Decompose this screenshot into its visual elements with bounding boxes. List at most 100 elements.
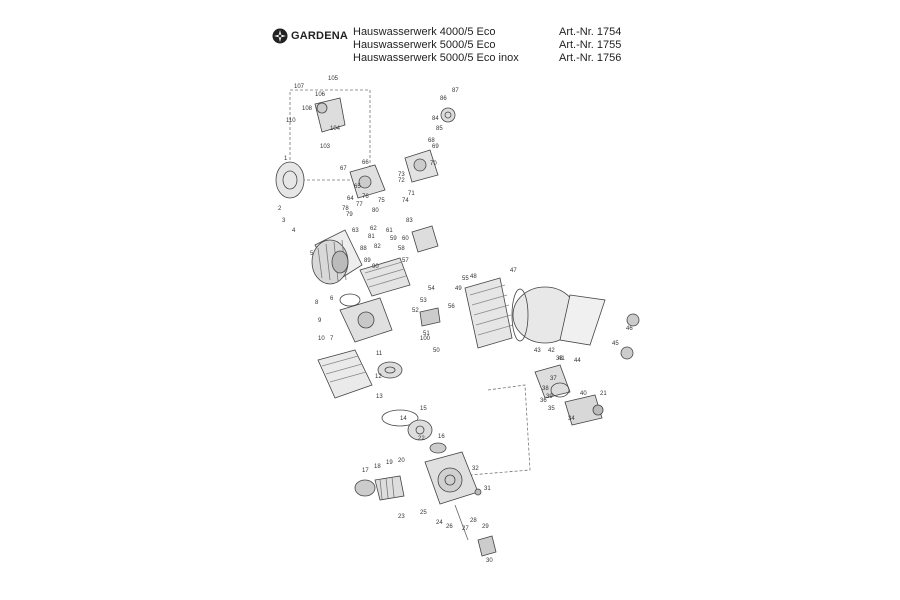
part-callout: 16 xyxy=(438,434,445,440)
fitting-upper xyxy=(411,225,439,253)
part-callout: 22 xyxy=(418,436,425,442)
part-callout: 23 xyxy=(398,514,405,520)
model-name: Hauswasserwerk 4000/5 Eco xyxy=(353,26,496,38)
part-callout: 65 xyxy=(354,184,361,190)
part-callout: 31 xyxy=(484,486,491,492)
part-callout: 56 xyxy=(448,304,455,310)
part-callout: 27 xyxy=(462,526,469,532)
diffuser xyxy=(381,409,419,427)
part-callout: 19 xyxy=(386,460,393,466)
part-callout: 28 xyxy=(470,518,477,524)
brand-name: GARDENA xyxy=(291,30,349,42)
part-callout: 20 xyxy=(398,458,405,464)
part-callout: 80 xyxy=(372,208,379,214)
capacitor xyxy=(316,102,328,114)
part-callout: 7 xyxy=(330,336,334,342)
part-callout: 36 xyxy=(540,398,547,404)
part-callout: 108 xyxy=(302,106,313,112)
part-callout: 89 xyxy=(364,258,371,264)
part-callout: 100 xyxy=(420,336,431,342)
motor-bracket xyxy=(317,349,373,399)
gauge xyxy=(440,107,456,123)
part-callout: 81 xyxy=(368,234,375,240)
part-callout: 64 xyxy=(347,196,354,202)
model-name: Hauswasserwerk 5000/5 Eco inox xyxy=(353,52,519,64)
part-callout: 72 xyxy=(398,178,405,184)
motor-end-cap xyxy=(275,161,305,199)
outlet-fitting xyxy=(564,394,603,426)
part-callout: 88 xyxy=(360,246,367,252)
connector xyxy=(419,307,441,327)
part-callout: 11 xyxy=(376,351,383,357)
part-callout: 58 xyxy=(398,246,405,252)
tank-flange xyxy=(464,277,513,349)
o-ring xyxy=(339,293,361,307)
article-number: Art.-Nr. 1756 xyxy=(559,52,622,64)
part-callout: 63 xyxy=(352,228,359,234)
part-callout: 107 xyxy=(294,84,305,90)
part-callout: 76 xyxy=(362,194,369,200)
part-callout: 38 xyxy=(542,386,549,392)
part-callout: 35 xyxy=(548,406,555,412)
document-header: GARDENA Hauswasserwerk 4000/5 Eco Hauswa… xyxy=(272,26,652,66)
part-callout: 10 xyxy=(318,336,325,342)
part-callout: 1 xyxy=(284,156,288,162)
part-callout: 32 xyxy=(472,466,479,472)
part-callout: 86 xyxy=(440,96,447,102)
drain-plug xyxy=(474,488,482,496)
part-callout: 33 xyxy=(556,356,563,362)
part-callout: 26 xyxy=(446,524,453,530)
part-callout: 75 xyxy=(378,198,385,204)
part-callout: 103 xyxy=(320,144,331,150)
part-callout: 18 xyxy=(374,464,381,470)
part-callout: 55 xyxy=(462,276,469,282)
article-number: Art.-Nr. 1754 xyxy=(559,26,622,38)
part-callout: 61 xyxy=(386,228,393,234)
part-callout: 15 xyxy=(420,406,427,412)
bracket-group-outline xyxy=(289,89,371,181)
part-callout: 70 xyxy=(430,161,437,167)
part-callout: 84 xyxy=(432,116,439,122)
model-list: Hauswasserwerk 4000/5 Eco Hauswasserwerk… xyxy=(353,26,519,65)
valve-cap xyxy=(620,346,634,360)
part-callout: 60 xyxy=(402,236,409,242)
model-name: Hauswasserwerk 5000/5 Eco xyxy=(353,39,496,51)
tank-stand xyxy=(559,294,606,346)
article-number-list: Art.-Nr. 1754 Art.-Nr. 1755 Art.-Nr. 175… xyxy=(559,26,621,65)
part-callout: 106 xyxy=(315,92,326,98)
inlet-adapter xyxy=(354,479,376,497)
part-callout: 85 xyxy=(436,126,443,132)
part-callout: 25 xyxy=(420,510,427,516)
part-callout: 9 xyxy=(318,318,322,324)
inlet-hose-connector xyxy=(374,475,405,501)
article-number: Art.-Nr. 1755 xyxy=(559,39,622,51)
part-callout: 24 xyxy=(436,520,443,526)
part-callout: 4 xyxy=(292,228,296,234)
part-callout: 110 xyxy=(286,118,296,124)
part-callout: 14 xyxy=(400,416,407,422)
brand-logo: GARDENA xyxy=(272,28,348,44)
part-callout: 21 xyxy=(600,391,607,397)
part-callout: 46 xyxy=(626,326,633,332)
part-callout: 73 xyxy=(398,172,405,178)
part-callout: 82 xyxy=(374,244,381,250)
part-callout: 105 xyxy=(328,76,339,82)
part-callout: 51 xyxy=(423,331,430,337)
part-callout: 57 xyxy=(402,258,409,264)
part-callout: 30 xyxy=(486,558,493,564)
part-callout: 78 xyxy=(342,206,349,212)
part-callout: 45 xyxy=(612,341,619,347)
part-callout: 37 xyxy=(550,376,557,382)
part-callout: 48 xyxy=(470,274,477,280)
part-callout: 54 xyxy=(428,286,435,292)
seal-ring xyxy=(407,419,433,441)
impeller xyxy=(377,361,403,379)
shaft-seal xyxy=(429,442,447,454)
part-callout: 68 xyxy=(428,138,435,144)
part-callout: 83 xyxy=(406,218,413,224)
part-callout: 79 xyxy=(346,212,353,218)
part-callout: 77 xyxy=(356,202,363,208)
part-callout: 71 xyxy=(408,191,415,197)
